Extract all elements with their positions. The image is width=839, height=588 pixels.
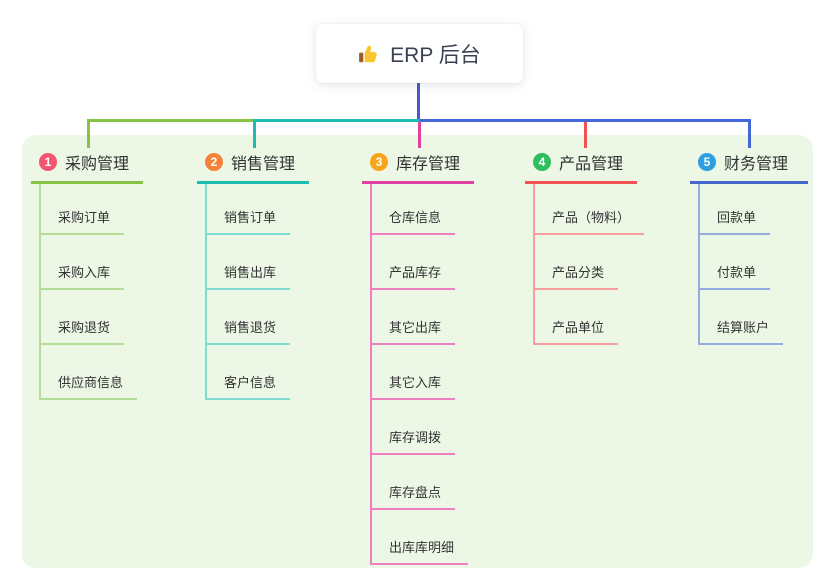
child-node[interactable]: 结算账户	[700, 290, 808, 345]
child-label: 采购退货	[41, 317, 125, 345]
branch-title-node[interactable]: 3 库存管理	[362, 150, 474, 184]
drop-line-branch-5	[748, 119, 751, 148]
child-node[interactable]: 产品分类	[535, 235, 637, 290]
branch-title-node[interactable]: 1 采购管理	[31, 150, 143, 184]
branch-product: 4 产品管理 产品（物料） 产品分类 产品单位	[525, 150, 645, 345]
child-node[interactable]: 采购订单	[41, 184, 143, 235]
drop-line-branch-3	[418, 122, 421, 148]
child-node[interactable]: 销售订单	[207, 184, 309, 235]
branch-title-node[interactable]: 5 财务管理	[690, 150, 808, 184]
drop-line-branch-2	[253, 119, 256, 148]
child-node[interactable]: 客户信息	[207, 345, 309, 400]
child-node[interactable]: 其它出库	[372, 290, 474, 345]
child-node[interactable]: 销售出库	[207, 235, 309, 290]
child-node[interactable]: 回款单	[700, 184, 808, 235]
child-label: 回款单	[700, 207, 771, 235]
child-label: 采购订单	[41, 207, 125, 235]
branch-title-node[interactable]: 2 销售管理	[197, 150, 309, 184]
child-label: 销售订单	[207, 207, 291, 235]
child-node[interactable]: 付款单	[700, 235, 808, 290]
child-label: 销售出库	[207, 262, 291, 290]
child-node[interactable]: 仓库信息	[372, 184, 474, 235]
branch-children: 回款单 付款单 结算账户	[698, 184, 808, 345]
child-node[interactable]: 销售退货	[207, 290, 309, 345]
branch-children: 仓库信息 产品库存 其它出库 其它入库 库存调拨 库存盘点 出库库明细	[370, 184, 474, 565]
child-label: 采购入库	[41, 262, 125, 290]
branch-sales: 2 销售管理 销售订单 销售出库 销售退货 客户信息	[197, 150, 309, 400]
child-node[interactable]: 产品（物料）	[535, 184, 645, 235]
child-node[interactable]: 采购退货	[41, 290, 143, 345]
root-connector-line	[417, 83, 420, 120]
branch-inventory: 3 库存管理 仓库信息 产品库存 其它出库 其它入库 库存调拨 库存盘点 出库库…	[362, 150, 474, 565]
child-label: 库存调拨	[372, 427, 456, 455]
child-label: 产品库存	[372, 262, 456, 290]
branch-number-badge: 3	[370, 153, 388, 171]
root-node[interactable]: ERP 后台	[316, 24, 523, 83]
child-node[interactable]: 出库库明细	[372, 510, 474, 565]
bus-segment-teal	[254, 119, 420, 122]
child-label: 客户信息	[207, 372, 291, 400]
child-label: 产品分类	[535, 262, 619, 290]
child-node[interactable]: 产品单位	[535, 290, 637, 345]
child-label: 产品（物料）	[535, 207, 645, 235]
branch-children: 采购订单 采购入库 采购退货 供应商信息	[39, 184, 143, 400]
child-label: 结算账户	[700, 317, 784, 345]
thumbs-up-icon	[358, 43, 380, 65]
branch-number-badge: 1	[39, 153, 57, 171]
branch-title-label: 销售管理	[231, 156, 296, 173]
branch-children: 产品（物料） 产品分类 产品单位	[533, 184, 645, 345]
root-node-label: ERP 后台	[390, 43, 481, 67]
child-label: 销售退货	[207, 317, 291, 345]
child-node[interactable]: 采购入库	[41, 235, 143, 290]
branch-title-label: 财务管理	[724, 156, 789, 173]
branch-procurement: 1 采购管理 采购订单 采购入库 采购退货 供应商信息	[31, 150, 143, 400]
branch-title-label: 产品管理	[559, 156, 624, 173]
drop-line-branch-1	[87, 119, 90, 148]
branch-number-badge: 5	[698, 153, 716, 171]
child-node[interactable]: 库存调拨	[372, 400, 474, 455]
child-label: 其它出库	[372, 317, 456, 345]
branch-title-label: 采购管理	[65, 156, 130, 173]
child-node[interactable]: 产品库存	[372, 235, 474, 290]
child-label: 仓库信息	[372, 207, 456, 235]
bus-segment-blue	[420, 119, 751, 122]
branch-title-label: 库存管理	[396, 156, 461, 173]
child-node[interactable]: 其它入库	[372, 345, 474, 400]
child-label: 库存盘点	[372, 482, 456, 510]
branch-children: 销售订单 销售出库 销售退货 客户信息	[205, 184, 309, 400]
child-label: 出库库明细	[372, 537, 469, 565]
child-label: 其它入库	[372, 372, 456, 400]
branch-title-node[interactable]: 4 产品管理	[525, 150, 637, 184]
branch-finance: 5 财务管理 回款单 付款单 结算账户	[690, 150, 808, 345]
child-node[interactable]: 供应商信息	[41, 345, 143, 400]
bus-segment-green	[87, 119, 254, 122]
drop-line-branch-4	[584, 122, 587, 148]
branches-background-panel	[22, 135, 813, 568]
child-label: 付款单	[700, 262, 771, 290]
child-label: 产品单位	[535, 317, 619, 345]
child-node[interactable]: 库存盘点	[372, 455, 474, 510]
child-label: 供应商信息	[41, 372, 138, 400]
branch-number-badge: 4	[533, 153, 551, 171]
branch-number-badge: 2	[205, 153, 223, 171]
